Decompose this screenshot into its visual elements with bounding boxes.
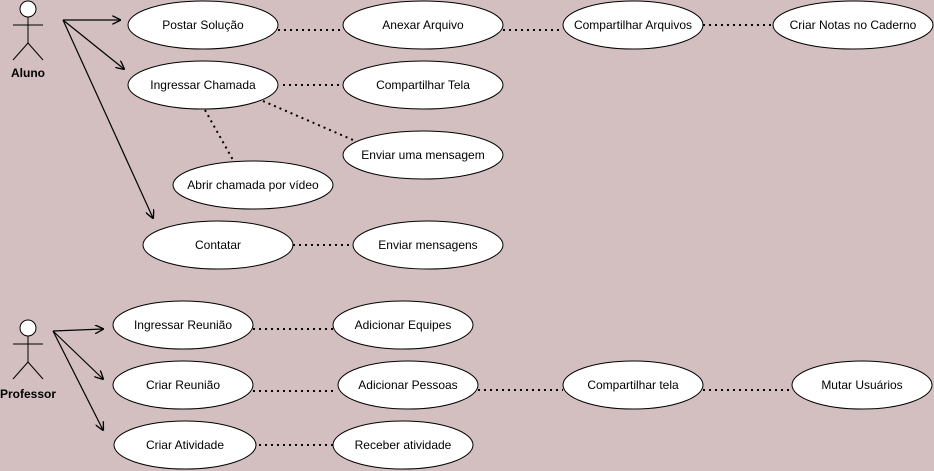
usecase-receber-atividade-label: Receber atividade <box>355 438 452 452</box>
usecase-adicionar-pessoas: Adicionar Pessoas <box>337 360 479 410</box>
usecase-criar-notas: Criar Notas no Caderno <box>772 0 934 50</box>
link-chamada-enviar-mensagem <box>262 100 354 141</box>
arrow-professor-criar-atividade <box>52 330 103 430</box>
usecase-adicionar-equipes-label: Adicionar Equipes <box>355 318 452 332</box>
usecase-enviar-mensagem: Enviar uma mensagem <box>342 130 504 180</box>
usecase-mutar-usuarios-label: Mutar Usuários <box>821 378 902 392</box>
usecase-ingressar-chamada-label: Ingressar Chamada <box>150 78 256 92</box>
usecase-contatar-label: Contatar <box>195 238 241 252</box>
usecase-adicionar-pessoas-label: Adicionar Pessoas <box>358 378 457 392</box>
usecase-adicionar-equipes: Adicionar Equipes <box>332 300 474 350</box>
usecase-criar-atividade: Criar Atividade <box>113 420 257 470</box>
usecase-abrir-chamada-video: Abrir chamada por vídeo <box>172 160 334 210</box>
usecase-compartilhar-tela-prof: Compartilhar tela <box>562 360 704 410</box>
actor-aluno-label: Aluno <box>11 66 45 80</box>
usecase-criar-reuniao-label: Criar Reunião <box>146 378 220 392</box>
usecase-anexar-arquivo: Anexar Arquivo <box>342 0 504 50</box>
usecase-criar-reuniao: Criar Reunião <box>112 360 254 410</box>
usecase-compartilhar-arquivos-label: Compartilhar Arquivos <box>574 18 692 32</box>
usecase-enviar-mensagens-label: Enviar mensagens <box>378 238 477 252</box>
actor-arrows <box>52 19 153 430</box>
actor-aluno-head <box>19 0 37 18</box>
usecase-ingressar-chamada: Ingressar Chamada <box>127 60 279 110</box>
usecase-enviar-mensagem-label: Enviar uma mensagem <box>361 148 484 162</box>
usecase-compartilhar-tela-aluno-label: Compartilhar Tela <box>376 78 470 92</box>
arrow-professor-criar-reuniao <box>52 330 103 379</box>
link-chamada-abrir-video <box>204 109 234 161</box>
arrow-aluno-chamada <box>62 19 124 69</box>
usecase-criar-notas-label: Criar Notas no Caderno <box>790 18 917 32</box>
actor-professor-label: Professor <box>0 387 56 401</box>
usecase-criar-atividade-label: Criar Atividade <box>146 438 224 452</box>
arrow-professor-ingressar <box>52 329 103 331</box>
actor-aluno <box>12 0 44 61</box>
usecase-compartilhar-arquivos: Compartilhar Arquivos <box>562 0 704 50</box>
usecase-enviar-mensagens: Enviar mensagens <box>352 220 504 270</box>
actor-professor <box>12 319 44 380</box>
dotted-links <box>204 24 793 446</box>
usecase-postar-solucao-label: Postar Solução <box>162 18 244 32</box>
usecases: Postar Solução Anexar Arquivo Compartilh… <box>112 0 934 470</box>
usecase-postar-solucao: Postar Solução <box>127 0 279 50</box>
usecase-compartilhar-tela-aluno: Compartilhar Tela <box>342 60 504 110</box>
arrow-aluno-contatar <box>62 19 153 218</box>
usecase-mutar-usuarios: Mutar Usuários <box>791 360 933 410</box>
usecase-ingressar-reuniao-label: Ingressar Reunião <box>134 318 232 332</box>
usecase-compartilhar-tela-prof-label: Compartilhar tela <box>587 378 679 392</box>
usecase-anexar-arquivo-label: Anexar Arquivo <box>382 18 464 32</box>
usecase-receber-atividade: Receber atividade <box>332 420 474 470</box>
usecase-ingressar-reuniao: Ingressar Reunião <box>112 300 254 350</box>
usecase-contatar: Contatar <box>142 220 294 270</box>
usecase-abrir-chamada-video-label: Abrir chamada por vídeo <box>187 178 319 192</box>
actor-professor-head <box>19 319 37 337</box>
